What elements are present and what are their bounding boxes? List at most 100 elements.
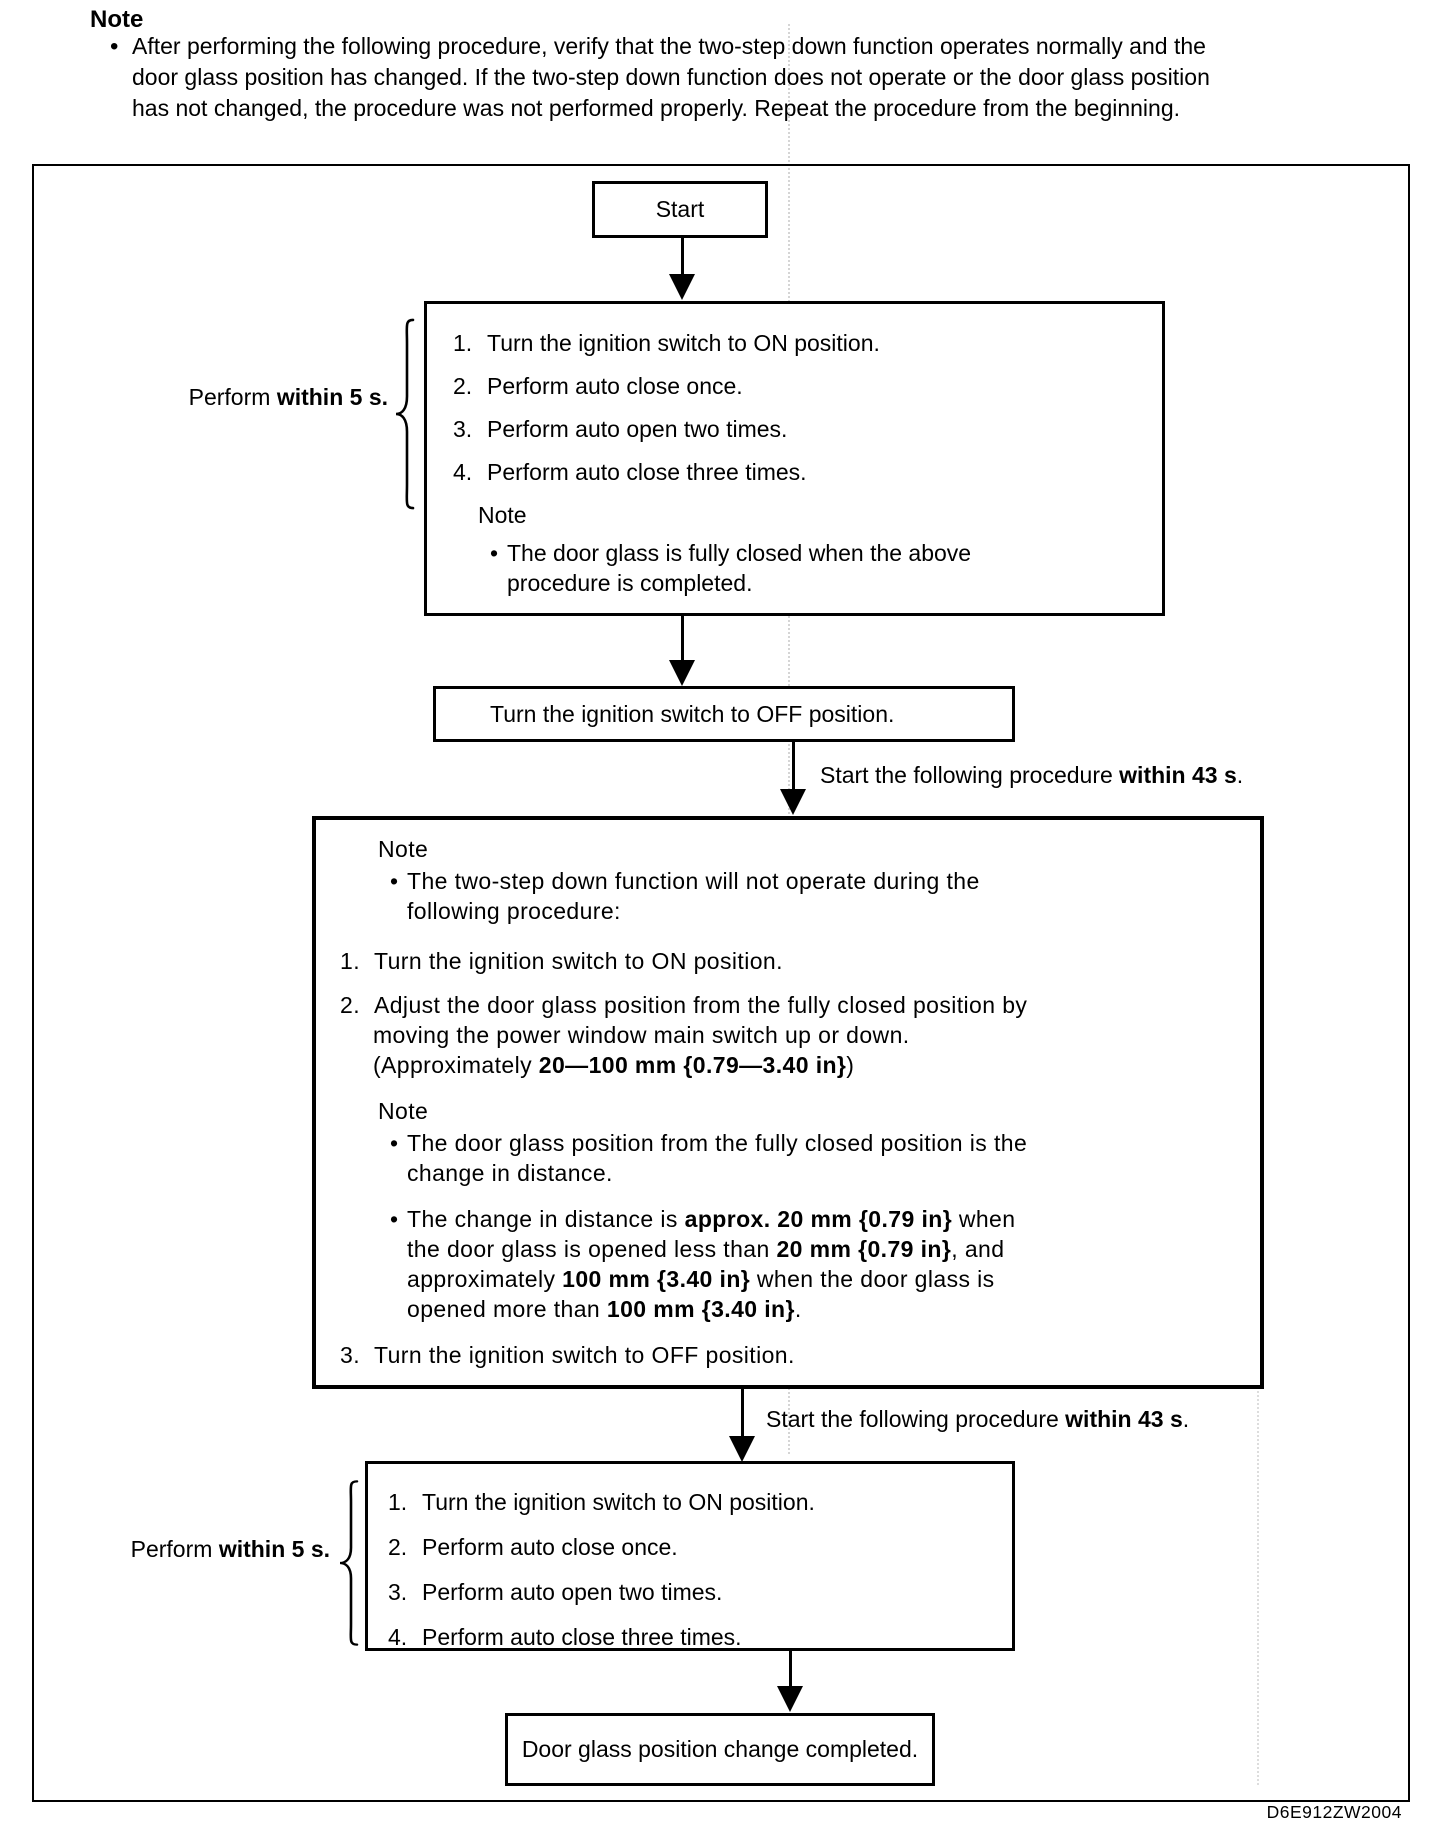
- step-number: 2.: [388, 1534, 408, 1560]
- step-continuation: moving the power window main switch up o…: [373, 1022, 910, 1048]
- start-node: Start: [592, 181, 768, 238]
- step-text: Adjust the door glass position from the …: [374, 992, 1028, 1018]
- box-note-line: •The door glass position from the fully …: [390, 1128, 1260, 1158]
- box-note-text: The two-step down function will not oper…: [407, 868, 980, 894]
- within-43s-suffix: .: [1236, 762, 1244, 788]
- step-number: 2.: [453, 373, 473, 399]
- step-text: Turn the ignition switch to ON position.: [422, 1489, 815, 1515]
- procedure-box-1: 1. Turn the ignition switch to ON positio…: [424, 301, 1165, 616]
- box-note-line: •The door glass is fully closed when the…: [490, 538, 1152, 568]
- note-paragraph: After performing the following procedure…: [132, 31, 1210, 124]
- box-note-heading: Note: [478, 502, 527, 528]
- box-note-line: change in distance.: [407, 1160, 613, 1186]
- within-43s-text: Start the following procedure: [766, 1406, 1066, 1432]
- box-note-line: • The change in distance is approx. 20 mm…: [390, 1204, 1260, 1234]
- procedure-step: 2. Perform auto close once.: [388, 1532, 1002, 1562]
- figure-code: D6E912ZW2004: [1266, 1802, 1402, 1822]
- within-43s-label: Start the following procedure within 43 …: [820, 762, 1243, 789]
- within-43s-bold: within 43 s: [1065, 1406, 1183, 1432]
- step-number: 4.: [453, 459, 473, 485]
- step-text: Perform auto close three times.: [422, 1624, 742, 1650]
- brace-icon: [395, 318, 415, 510]
- step-number: 1.: [340, 948, 360, 974]
- step-number: 3.: [340, 1342, 360, 1368]
- perform-label-text: Perform: [130, 1536, 219, 1562]
- flow-arrowhead-icon: [669, 274, 695, 300]
- completion-label: Door glass position change completed.: [521, 1736, 919, 1762]
- note-line: door glass position has changed. If the …: [132, 64, 1210, 90]
- perform-within-5s-label: Perform within 5 s.: [92, 1536, 330, 1563]
- step-number: 3.: [453, 416, 473, 442]
- brace-icon: [339, 1480, 359, 1646]
- procedure-step: 3.Perform auto open two times.: [453, 414, 1152, 444]
- box-note-text: when: [952, 1206, 1016, 1232]
- measurement-bold: 20—100 mm {0.79—3.40 in}: [538, 1052, 847, 1078]
- note-heading: Note: [90, 6, 144, 33]
- flow-arrow-line: [681, 238, 684, 276]
- procedure-box-2: 1.Turn the ignition switch to ON positio…: [365, 1461, 1015, 1651]
- perform-label-text: Perform: [188, 384, 277, 410]
- box-note-text: opened more than: [407, 1296, 607, 1322]
- procedure-step: 1.Turn the ignition switch to ON positio…: [340, 946, 1260, 976]
- procedure-step: 3. Perform auto open two times.: [388, 1577, 1002, 1607]
- step-text: Perform auto open two times.: [422, 1579, 723, 1605]
- box-note-line: procedure is completed.: [507, 570, 753, 596]
- box-note-text: The door glass is fully closed when the …: [507, 540, 972, 566]
- step-text: Turn the ignition switch to ON position.: [487, 330, 880, 356]
- note-line: After performing the following procedure…: [132, 33, 1206, 59]
- step-text: Turn the ignition switch to OFF position…: [374, 1342, 795, 1368]
- box-note-line: following procedure:: [407, 898, 621, 924]
- procedure-step: 3. Turn the ignition switch to OFF positi…: [340, 1340, 1260, 1370]
- box-note-line: the door glass is opened less than 20 mm…: [407, 1234, 1260, 1264]
- step-number: 4.: [388, 1624, 408, 1650]
- note-line: has not changed, the procedure was not p…: [132, 95, 1181, 121]
- procedure-step: 4.Perform auto close three times.: [453, 457, 1152, 487]
- step-continuation: (Approximately 20—100 mm {0.79—3.40 in}): [373, 1050, 1260, 1080]
- perform-label-bold: within 5 s.: [218, 1536, 330, 1562]
- completion-node: Door glass position change completed.: [505, 1713, 935, 1786]
- bullet-icon: •: [110, 33, 119, 60]
- bullet-icon: •: [390, 1206, 399, 1232]
- within-43s-bold: within 43 s: [1119, 762, 1237, 788]
- flow-arrow-line: [789, 1651, 792, 1687]
- flow-arrowhead-icon: [780, 789, 806, 815]
- step-text: (Approximately: [373, 1052, 539, 1078]
- box-note-text: The change in distance is: [407, 1206, 685, 1232]
- measurement-bold: 100 mm {3.40 in}: [606, 1296, 795, 1322]
- procedure-step: 2. Perform auto close once.: [453, 371, 1152, 401]
- start-label: Start: [655, 196, 705, 222]
- box-note-line: opened more than 100 mm {3.40 in}.: [407, 1294, 1260, 1324]
- step-text: Perform auto close once.: [422, 1534, 678, 1560]
- box-note-heading: Note: [378, 836, 429, 862]
- box-note-text: The door glass position from the fully c…: [407, 1130, 1028, 1156]
- measurement-bold: 20 mm {0.79 in}: [776, 1236, 952, 1262]
- flow-arrow-line: [741, 1389, 744, 1437]
- flow-arrowhead-icon: [729, 1436, 755, 1462]
- adjustment-box: Note • The two-step down function will no…: [312, 816, 1264, 1389]
- within-43s-suffix: .: [1182, 1406, 1190, 1432]
- ignition-off-node: Turn the ignition switch to OFF position…: [433, 686, 1015, 742]
- perform-within-5s-label: Perform within 5 s.: [150, 384, 388, 411]
- step-number: 3.: [388, 1579, 408, 1605]
- procedure-step: 1. Turn the ignition switch to ON positio…: [453, 328, 1152, 358]
- flowchart-frame: [32, 164, 1410, 1802]
- procedure-step: 1.Turn the ignition switch to ON positio…: [388, 1487, 1002, 1517]
- box-note-text: , and: [951, 1236, 1005, 1262]
- flow-arrowhead-icon: [669, 660, 695, 686]
- bullet-icon: •: [390, 868, 399, 894]
- flow-arrow-line: [681, 616, 684, 662]
- step-number: 2.: [340, 992, 360, 1018]
- measurement-bold: approx. 20 mm {0.79 in}: [684, 1206, 953, 1232]
- step-text: Perform auto close once.: [487, 373, 743, 399]
- box-note-line: • The two-step down function will not ope…: [390, 866, 1260, 896]
- flow-arrowhead-icon: [777, 1686, 803, 1712]
- step-number: 1.: [453, 330, 473, 356]
- box-note-text: .: [794, 1296, 802, 1322]
- flow-arrow-line: [792, 742, 795, 790]
- procedure-step: 4. Perform auto close three times.: [388, 1622, 1002, 1652]
- box-note-text: when the door glass is: [750, 1266, 995, 1292]
- ignition-off-label: Turn the ignition switch to OFF position…: [490, 700, 895, 727]
- box-note-text: approximately: [407, 1266, 563, 1292]
- measurement-bold: 100 mm {3.40 in}: [562, 1266, 751, 1292]
